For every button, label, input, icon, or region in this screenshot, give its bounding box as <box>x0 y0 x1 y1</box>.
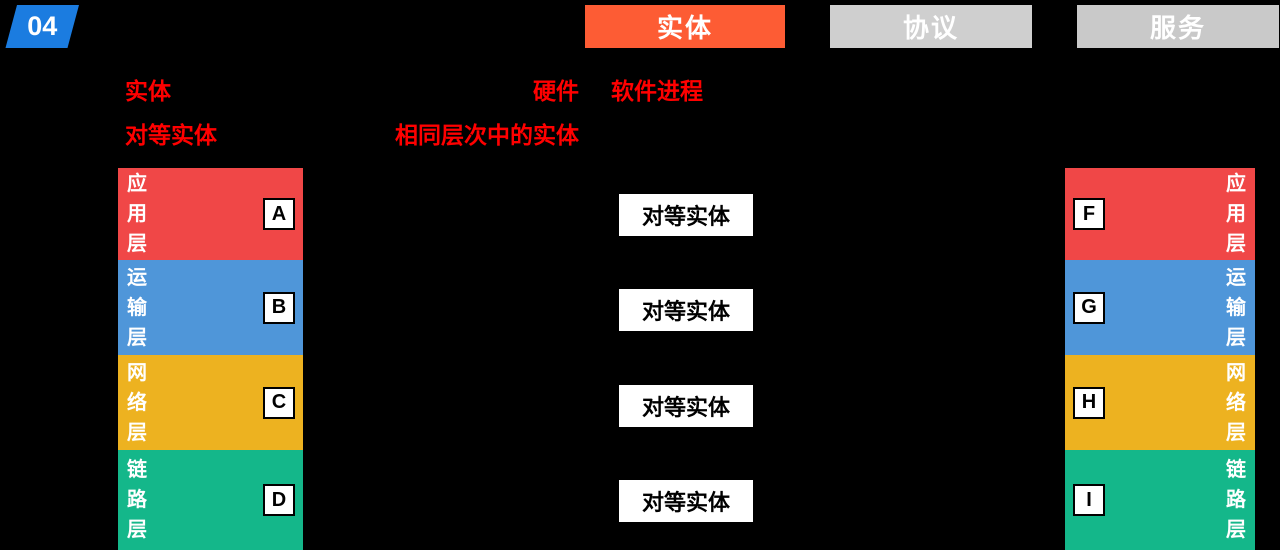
protocol-stack-right: F 应用层 G 运输层 H 网络层 I 链路层 <box>1065 168 1255 550</box>
definition-keyword-hardware: 硬件 <box>533 78 579 104</box>
tab-service[interactable]: 服务 <box>1077 5 1279 48</box>
layer-transport-right: G 运输层 <box>1065 260 1255 355</box>
layer-transport-left: 运输层 B <box>118 260 303 355</box>
layer-link-left: 链路层 D <box>118 450 303 550</box>
tab-protocol[interactable]: 协议 <box>830 5 1032 48</box>
layer-transport-left-label: 运输层 <box>127 266 147 349</box>
tab-service-label: 服务 <box>1149 13 1206 43</box>
tab-entity[interactable]: 实体 <box>585 5 785 48</box>
entity-box-i: I <box>1073 484 1105 516</box>
definition-term-entity: 实体 <box>125 78 171 104</box>
layer-application-left-label: 应用层 <box>127 173 147 255</box>
tab-entity-label: 实体 <box>656 13 713 43</box>
definition-keyword-software-process: 软件进程 <box>611 78 703 104</box>
layer-link-left-label: 链路层 <box>127 459 147 541</box>
layer-application-right-label: 应用层 <box>1226 173 1246 255</box>
entity-box-a: A <box>263 198 295 230</box>
definition-keyword-same-layer: 相同层次中的实体 <box>395 122 579 148</box>
layer-network-right: H 网络层 <box>1065 355 1255 450</box>
entity-box-b: B <box>263 291 295 324</box>
entity-box-c: C <box>263 386 295 419</box>
entity-box-h: H <box>1073 386 1105 419</box>
entity-box-f: F <box>1073 198 1105 230</box>
layer-link-right: I 链路层 <box>1065 450 1255 550</box>
entity-box-d: D <box>263 484 295 516</box>
tab-protocol-label: 协议 <box>902 13 959 43</box>
protocol-stack-left: 应用层 A 运输层 B 网络层 C 链路层 D <box>118 168 303 550</box>
peer-entity-box-application: 对等实体 <box>619 194 753 236</box>
slide-number: 04 <box>27 11 58 41</box>
definition-term-peer-entity: 对等实体 <box>125 122 217 148</box>
layer-application-left: 应用层 A <box>118 168 303 260</box>
layer-network-right-label: 网络层 <box>1226 361 1246 444</box>
entity-box-g: G <box>1073 291 1105 324</box>
layer-link-right-label: 链路层 <box>1226 459 1246 541</box>
layer-network-left: 网络层 C <box>118 355 303 450</box>
layer-application-right: F 应用层 <box>1065 168 1255 260</box>
layer-transport-right-label: 运输层 <box>1226 266 1246 349</box>
layer-network-left-label: 网络层 <box>127 361 147 444</box>
slide-number-badge: 04 <box>5 5 79 48</box>
peer-entity-box-transport: 对等实体 <box>619 289 753 331</box>
peer-entity-box-link: 对等实体 <box>619 480 753 522</box>
peer-entity-box-network: 对等实体 <box>619 385 753 427</box>
